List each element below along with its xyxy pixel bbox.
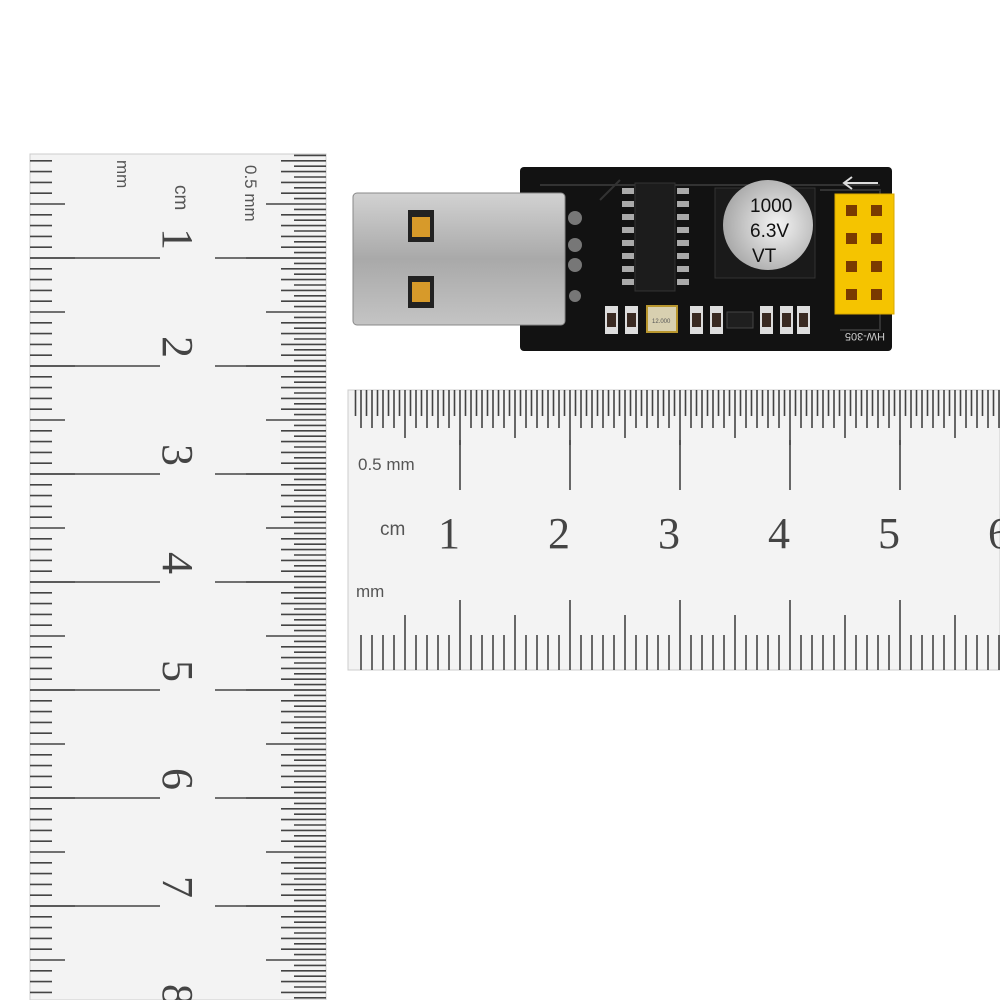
ruler-cm-number: 4 — [153, 552, 202, 574]
vertical-ruler: mm cm 0.5 mm 1 2 3 4 5 6 7 8 — [29, 153, 327, 1000]
ruler-cm-number: 1 — [153, 228, 202, 250]
ic-pin — [677, 240, 689, 246]
horizontal-ruler-mm-label: mm — [356, 582, 384, 601]
ruler-cm-number: 5 — [878, 509, 900, 558]
ruler-cm-number: 6 — [153, 768, 202, 790]
ruler-cm-number: 8 — [153, 984, 202, 1000]
ruler-cm-number: 1 — [438, 509, 460, 558]
vertical-ruler-cm-label: cm — [170, 185, 191, 210]
header-pin-hole — [871, 261, 882, 272]
ic-pin — [677, 253, 689, 259]
arrow-icon — [842, 176, 878, 190]
ruler-cm-number: 3 — [153, 444, 202, 466]
vertical-ruler-mm-label: mm — [113, 160, 132, 188]
smd-component-body — [627, 313, 636, 327]
smd-component-body — [692, 313, 701, 327]
ic-pin — [622, 240, 634, 246]
ch340-chip — [634, 182, 676, 292]
capacitor — [723, 180, 813, 270]
header-pin-hole — [846, 233, 857, 244]
model-label: HW-305 — [845, 330, 885, 342]
usb-adapter-board: 1000 6.3V VT 12.000 HW-305 — [352, 167, 895, 351]
crystal — [646, 305, 678, 333]
ic-pin — [622, 188, 634, 194]
esp8266-header — [834, 193, 895, 315]
ic-pin — [622, 279, 634, 285]
transistor — [726, 311, 754, 329]
usb-connector — [352, 192, 566, 326]
ic-pin — [677, 188, 689, 194]
horizontal-ruler-cm-label: cm — [380, 519, 405, 540]
capacitor-label: 6.3V — [750, 221, 789, 242]
ruler-cm-number: 4 — [768, 509, 790, 558]
ic-pin — [622, 214, 634, 220]
ruler-cm-number: 7 — [153, 876, 202, 898]
vertical-ruler-half-mm-label: 0.5 mm — [241, 165, 260, 222]
ruler-cm-number: 6 — [988, 509, 1000, 558]
header-pin-hole — [846, 205, 857, 216]
ic-pin — [677, 266, 689, 272]
horizontal-ruler: 0.5 mm cm mm 1 2 3 4 5 6 — [347, 389, 1000, 671]
ic-pin — [677, 279, 689, 285]
header-pin-hole — [846, 261, 857, 272]
ruler-cm-number: 2 — [153, 336, 202, 358]
ic-pin — [622, 201, 634, 207]
horizontal-ruler-half-mm-label: 0.5 mm — [358, 455, 415, 474]
header-pin-hole — [846, 289, 857, 300]
header-pin-hole — [871, 233, 882, 244]
ic-pin — [622, 253, 634, 259]
ruler-cm-number: 3 — [658, 509, 680, 558]
smd-component-body — [799, 313, 808, 327]
crystal-label: 12.000 — [652, 319, 671, 325]
capacitor-label: 1000 — [750, 196, 792, 217]
ic-pin — [677, 214, 689, 220]
ic-pin — [677, 201, 689, 207]
smd-component-body — [712, 313, 721, 327]
capacitor-label: VT — [752, 246, 777, 267]
smd-component-body — [762, 313, 771, 327]
smd-component-body — [782, 313, 791, 327]
ic-pin — [622, 266, 634, 272]
ic-pin — [677, 227, 689, 233]
header-pin-hole — [871, 289, 882, 300]
ruler-cm-number: 5 — [153, 660, 202, 682]
header-pin-hole — [871, 205, 882, 216]
ic-pin — [622, 227, 634, 233]
smd-component-body — [607, 313, 616, 327]
ruler-cm-number: 2 — [548, 509, 570, 558]
